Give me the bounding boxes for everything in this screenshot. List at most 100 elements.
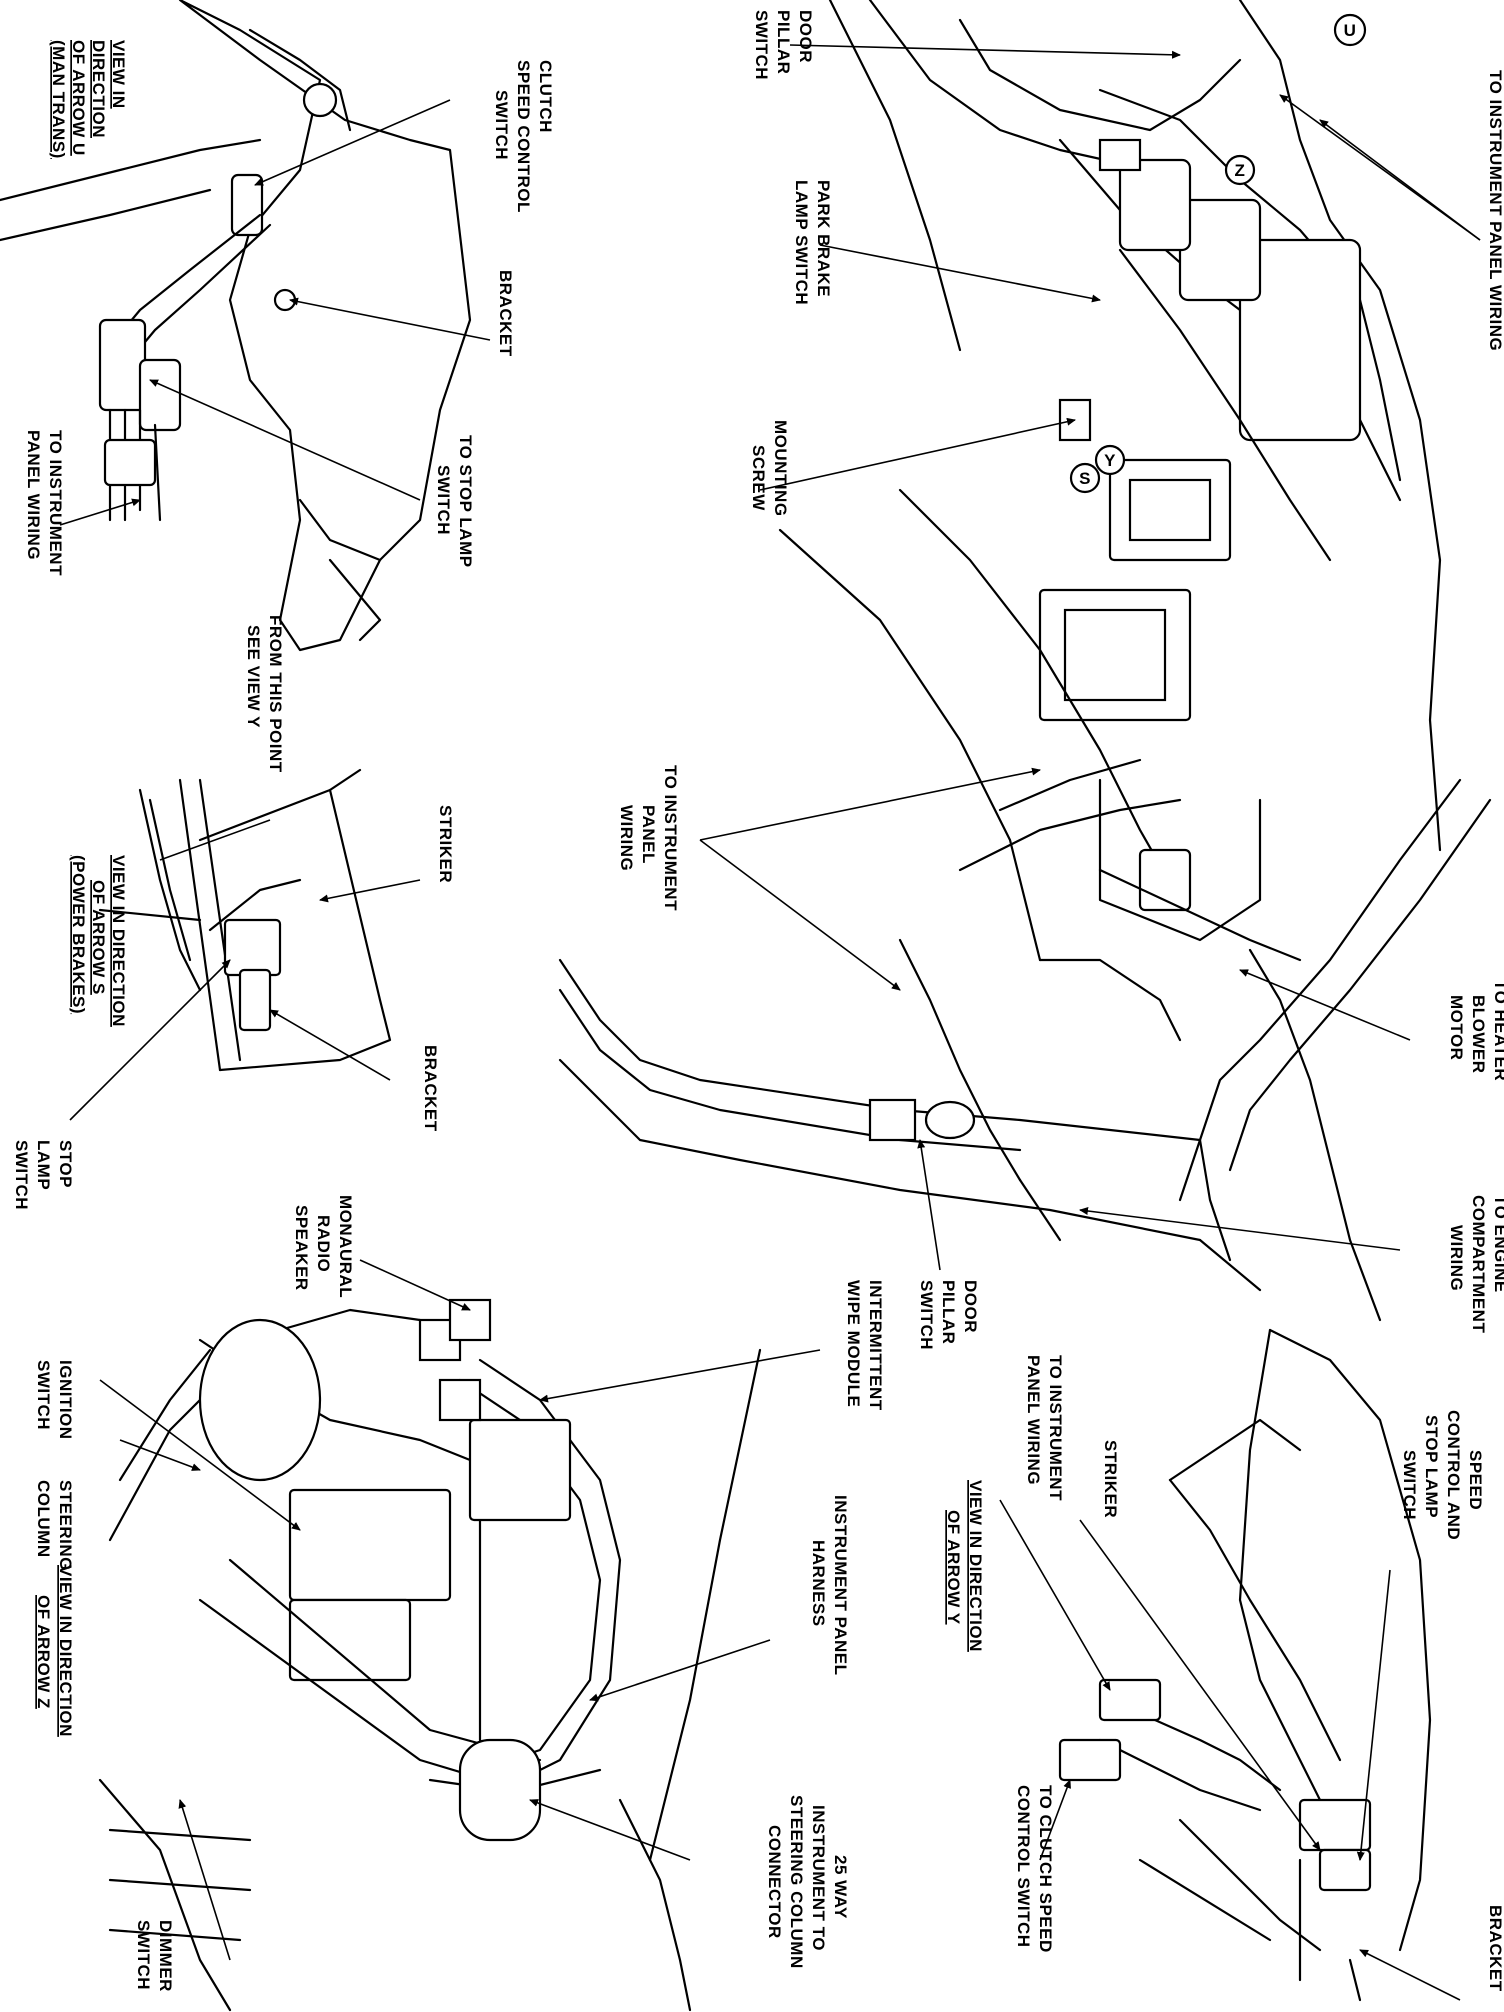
label-dimmer-switch: DIMMER SWITCH [134, 1920, 175, 1992]
label-intermittent-wipe-module: INTERMITTENT WIPE MODULE [844, 1280, 885, 1411]
svg-text:SWITCH: SWITCH [134, 1920, 153, 1990]
label-park-brake-lamp-switch: PARK BRAKE LAMP SWITCH [792, 180, 833, 305]
svg-text:PARK BRAKE: PARK BRAKE [814, 180, 833, 297]
svg-text:INTERMITTENT: INTERMITTENT [866, 1280, 885, 1411]
svg-text:PANEL: PANEL [639, 805, 658, 864]
svg-text:SCREW: SCREW [749, 445, 768, 511]
label-door-pillar-switch-top: DOOR PILLAR SWITCH [752, 10, 815, 80]
svg-text:(POWER BRAKES): (POWER BRAKES) [69, 855, 88, 1014]
label-to-clutch-speed-control-switch: TO CLUTCH SPEED CONTROL SWITCH [1014, 1785, 1055, 1953]
svg-text:SPEED CONTROL: SPEED CONTROL [514, 60, 533, 213]
label-to-ip-wiring-u: TO INSTRUMENT PANEL WIRING [24, 430, 65, 576]
svg-text:SWITCH: SWITCH [752, 10, 771, 80]
svg-text:DIMMER: DIMMER [156, 1920, 175, 1992]
svg-text:BRACKET: BRACKET [421, 1045, 440, 1132]
svg-text:WIRING: WIRING [617, 805, 636, 871]
svg-text:TO STOP LAMP: TO STOP LAMP [456, 435, 475, 568]
view-z-drawing [98, 1298, 762, 2012]
label-to-ip-wiring-mid: TO INSTRUMENT PANEL WIRING [617, 765, 680, 911]
label-view-s: VIEW IN DIRECTION OF ARROW S (POWER BRAK… [69, 855, 128, 1027]
svg-text:SPEED: SPEED [1466, 1450, 1485, 1510]
svg-text:BRACKET: BRACKET [496, 270, 515, 357]
svg-text:STOP: STOP [56, 1140, 75, 1188]
label-to-ip-wiring-y: TO INSTRUMENT PANEL WIRING [1024, 1355, 1065, 1501]
svg-text:BLOWER: BLOWER [1469, 995, 1488, 1074]
label-striker-y: STRIKER [1101, 1440, 1120, 1518]
label-from-this-point: FROM THIS POINT SEE VIEW Y [244, 615, 285, 773]
svg-text:DIRECTION: DIRECTION [89, 40, 108, 138]
label-ignition-switch: IGNITION SWITCH [34, 1360, 75, 1440]
svg-text:STOP LAMP: STOP LAMP [1422, 1415, 1441, 1518]
label-monaural-radio-speaker: MONAURAL RADIO SPEAKER [292, 1195, 355, 1298]
svg-text:CONNECTOR: CONNECTOR [765, 1825, 784, 1939]
svg-text:PANEL WIRING: PANEL WIRING [24, 430, 43, 560]
label-bracket-s: BRACKET [421, 1045, 440, 1132]
label-view-u: VIEW IN DIRECTION OF ARROW U (MAN TRANS) [49, 40, 128, 159]
leader-lines [59, 44, 1481, 2001]
svg-text:LAMP SWITCH: LAMP SWITCH [792, 180, 811, 305]
svg-text:PANEL WIRING: PANEL WIRING [1024, 1355, 1043, 1485]
svg-text:SPEAKER: SPEAKER [292, 1205, 311, 1291]
svg-text:STEERING COLUMN: STEERING COLUMN [787, 1795, 806, 1969]
svg-text:DOOR: DOOR [961, 1280, 980, 1333]
view-y-drawing [1058, 1328, 1432, 2002]
svg-text:TO INSTRUMENT: TO INSTRUMENT [661, 765, 680, 911]
svg-text:OF ARROW Y: OF ARROW Y [944, 1510, 963, 1625]
label-to-stop-lamp-switch: TO STOP LAMP SWITCH [434, 435, 475, 568]
svg-text:STRIKER: STRIKER [1101, 1440, 1120, 1518]
arrow-u-marker: U [1333, 13, 1367, 47]
svg-text:STRIKER: STRIKER [436, 805, 455, 883]
svg-text:INSTRUMENT PANEL: INSTRUMENT PANEL [831, 1495, 850, 1676]
arrow-z-marker: Z [1224, 154, 1256, 186]
view-s-drawing [98, 768, 392, 1072]
svg-text:BRACKET: BRACKET [1486, 1905, 1504, 1992]
svg-text:OF ARROW S: OF ARROW S [89, 880, 108, 995]
label-to-engine-compartment-wiring: TO ENGINE COMPARTMENT WIRING [1447, 1195, 1504, 1333]
label-mounting-screw: MOUNTING SCREW [749, 420, 790, 517]
svg-text:TO INSTRUMENT PANEL WIRING: TO INSTRUMENT PANEL WIRING [1486, 70, 1504, 351]
svg-text:PILLAR: PILLAR [939, 1280, 958, 1344]
label-bracket-u: BRACKET [496, 270, 515, 357]
label-view-y: VIEW IN DIRECTION OF ARROW Y [944, 1480, 985, 1652]
label-view-z: VIEW IN DIRECTION OF ARROW Z [34, 1565, 75, 1737]
svg-text:INSTRUMENT TO: INSTRUMENT TO [809, 1805, 828, 1951]
svg-text:FROM THIS POINT: FROM THIS POINT [266, 615, 285, 773]
svg-text:VIEW IN DIRECTION: VIEW IN DIRECTION [109, 855, 128, 1027]
svg-text:LAMP: LAMP [34, 1140, 53, 1190]
svg-text:U: U [1344, 21, 1357, 40]
label-speed-control-stop-lamp-switch: SPEED CONTROL AND STOP LAMP SWITCH [1400, 1410, 1485, 1540]
svg-text:TO INSTRUMENT: TO INSTRUMENT [1046, 1355, 1065, 1501]
arrow-y-marker: Y [1094, 444, 1126, 476]
label-stop-lamp-switch: STOP LAMP SWITCH [12, 1140, 75, 1210]
svg-text:IGNITION: IGNITION [56, 1360, 75, 1440]
label-door-pillar-switch-mid: DOOR PILLAR SWITCH [917, 1280, 980, 1350]
svg-text:MOTOR: MOTOR [1447, 995, 1466, 1060]
label-bracket-y: BRACKET [1486, 1905, 1504, 1992]
svg-text:DOOR: DOOR [796, 10, 815, 63]
svg-text:STEERING: STEERING [56, 1480, 75, 1571]
svg-text:(MAN TRANS): (MAN TRANS) [49, 40, 68, 159]
svg-text:OF ARROW Z: OF ARROW Z [34, 1595, 53, 1709]
label-clutch-speed-control-switch: CLUTCH SPEED CONTROL SWITCH [492, 60, 555, 213]
svg-text:COLUMN: COLUMN [34, 1480, 53, 1558]
label-to-ip-wiring-top: TO INSTRUMENT PANEL WIRING [1486, 70, 1504, 351]
svg-text:SWITCH: SWITCH [434, 465, 453, 535]
svg-text:CONTROL SWITCH: CONTROL SWITCH [1014, 1785, 1033, 1948]
svg-text:CLUTCH: CLUTCH [536, 60, 555, 133]
svg-text:WIPE MODULE: WIPE MODULE [844, 1280, 863, 1407]
label-instrument-panel-harness: INSTRUMENT PANEL HARNESS [809, 1495, 850, 1676]
svg-text:WIRING: WIRING [1447, 1225, 1466, 1291]
svg-text:VIEW IN DIRECTION: VIEW IN DIRECTION [966, 1480, 985, 1652]
label-striker-s: STRIKER [436, 805, 455, 883]
svg-text:CONTROL AND: CONTROL AND [1444, 1410, 1463, 1540]
svg-text:Y: Y [1104, 451, 1116, 470]
svg-text:COMPARTMENT: COMPARTMENT [1469, 1195, 1488, 1333]
svg-text:RADIO: RADIO [314, 1215, 333, 1272]
svg-text:TO HEATER: TO HEATER [1491, 980, 1504, 1081]
svg-text:TO CLUTCH SPEED: TO CLUTCH SPEED [1036, 1785, 1055, 1953]
svg-text:SWITCH: SWITCH [1400, 1450, 1419, 1520]
svg-text:OF ARROW U: OF ARROW U [69, 40, 88, 156]
svg-text:25 WAY: 25 WAY [831, 1855, 850, 1919]
main-panel-drawing [558, 0, 1492, 1322]
